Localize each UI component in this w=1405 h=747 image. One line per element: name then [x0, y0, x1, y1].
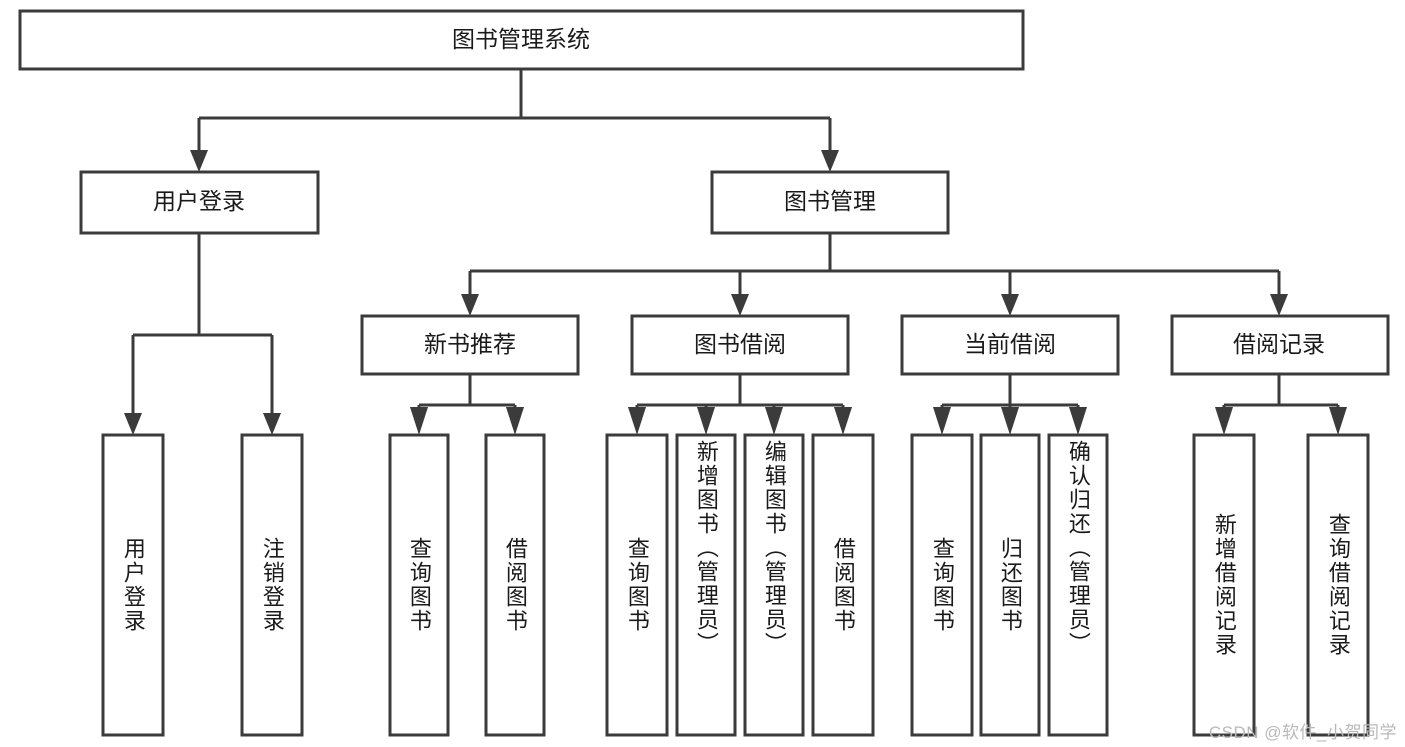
leaf-box-user-login-1[interactable] [101, 433, 165, 737]
leaf-box-current-borrow-3[interactable] [1047, 433, 1109, 737]
leaf-box-current-borrow-1[interactable] [910, 433, 974, 737]
node-new-book-recommend-box[interactable] [360, 314, 580, 376]
arrow-bm-to-new-book [461, 294, 479, 316]
leaf-box-borrow-record-1[interactable] [1192, 433, 1256, 737]
arrow-user-login-leaf-2 [263, 413, 281, 435]
node-borrow-record-box[interactable] [1170, 314, 1390, 376]
arrow-bm-to-borrow-record [1270, 294, 1288, 316]
leaf-box-borrow-record-2[interactable] [1306, 433, 1370, 737]
arrow-user-login-leaf-1 [124, 413, 142, 435]
leaf-box-user-login-2[interactable] [240, 433, 304, 737]
arrow-cb-leaf-1 [933, 407, 951, 435]
node-book-borrow[interactable]: 图书借阅 [630, 314, 850, 376]
arrow-nb-leaf-1 [410, 407, 428, 435]
leaf-box-new-book-1[interactable] [388, 433, 450, 737]
node-user-login-label: 用户登录 [153, 188, 245, 214]
arrow-root-to-user-login [190, 150, 208, 172]
node-current-borrow-label: 当前借阅 [964, 331, 1056, 357]
node-current-borrow-box[interactable] [900, 314, 1120, 376]
leaf-box-book-borrow-2[interactable] [675, 433, 737, 737]
node-current-borrow[interactable]: 当前借阅 [900, 314, 1120, 376]
node-book-borrow-label: 图书借阅 [694, 331, 786, 357]
arrow-nb-leaf-2 [506, 407, 524, 435]
leaf-box-new-book-2[interactable] [484, 433, 546, 737]
leaf-box-book-borrow-3[interactable] [743, 433, 805, 737]
node-borrow-record-label: 借阅记录 [1233, 331, 1325, 357]
node-root[interactable]: 图书管理系统 [18, 9, 1025, 71]
arrow-br-leaf-2 [1329, 407, 1347, 435]
node-book-manage-box[interactable] [710, 170, 950, 235]
arrow-bb-leaf-1 [628, 407, 646, 435]
node-root-box[interactable] [18, 9, 1025, 71]
connector-layer [124, 69, 1347, 435]
leaf-box-book-borrow-1[interactable] [605, 433, 669, 737]
arrow-br-leaf-1 [1215, 407, 1233, 435]
arrow-bb-leaf-3 [765, 407, 783, 435]
arrow-cb-leaf-2 [1001, 407, 1019, 435]
arrow-bb-leaf-2 [697, 407, 715, 435]
node-new-book-recommend-label: 新书推荐 [424, 331, 516, 357]
node-book-borrow-box[interactable] [630, 314, 850, 376]
leaf-box-book-borrow-4[interactable] [811, 433, 875, 737]
node-book-manage-label: 图书管理 [784, 188, 876, 214]
leaf-box-current-borrow-2[interactable] [979, 433, 1041, 737]
node-root-label: 图书管理系统 [452, 26, 590, 52]
node-user-login[interactable]: 用户登录 [79, 170, 320, 235]
arrow-root-to-book-manage [821, 150, 839, 172]
arrow-cb-leaf-3 [1069, 407, 1087, 435]
arrow-bm-to-book-borrow [731, 294, 749, 316]
node-borrow-record[interactable]: 借阅记录 [1170, 314, 1390, 376]
node-book-manage[interactable]: 图书管理 [710, 170, 950, 235]
csdn-watermark: CSDN @软件_小贺同学 [1208, 723, 1397, 742]
arrow-bm-to-current-borrow [1001, 294, 1019, 316]
node-user-login-box[interactable] [79, 170, 320, 235]
node-new-book-recommend[interactable]: 新书推荐 [360, 314, 580, 376]
arrow-bb-leaf-4 [834, 407, 852, 435]
